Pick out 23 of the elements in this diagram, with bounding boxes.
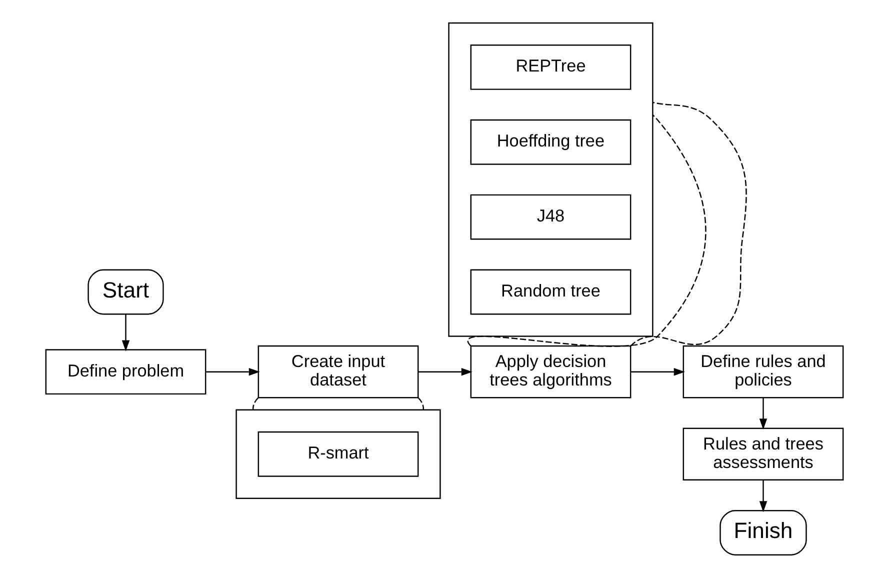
arrow (206, 368, 260, 376)
arrow (418, 368, 472, 376)
arrow (630, 368, 685, 376)
connector (418, 397, 424, 410)
arrow (759, 398, 768, 430)
node-box: Hoeffding tree (470, 119, 632, 165)
node-box: Create input dataset (258, 345, 419, 398)
connector (630, 102, 747, 347)
node-box: J48 (470, 194, 632, 240)
arrow (122, 314, 130, 352)
cluster (236, 409, 441, 499)
node-box: Finish (720, 510, 807, 556)
node-box: Start (88, 269, 164, 315)
node-box: Define rules and policies (682, 345, 844, 398)
node-box: Rules and trees assessments (682, 428, 844, 481)
node-box: Apply decision trees algorithms (470, 345, 632, 398)
node-box: Random tree (470, 269, 632, 315)
connector (252, 397, 259, 410)
cluster (448, 22, 654, 337)
node-box: REPTree (470, 44, 632, 90)
node-box: Define problem (45, 349, 206, 395)
node-box: R-smart (258, 431, 419, 477)
arrow (759, 480, 768, 512)
